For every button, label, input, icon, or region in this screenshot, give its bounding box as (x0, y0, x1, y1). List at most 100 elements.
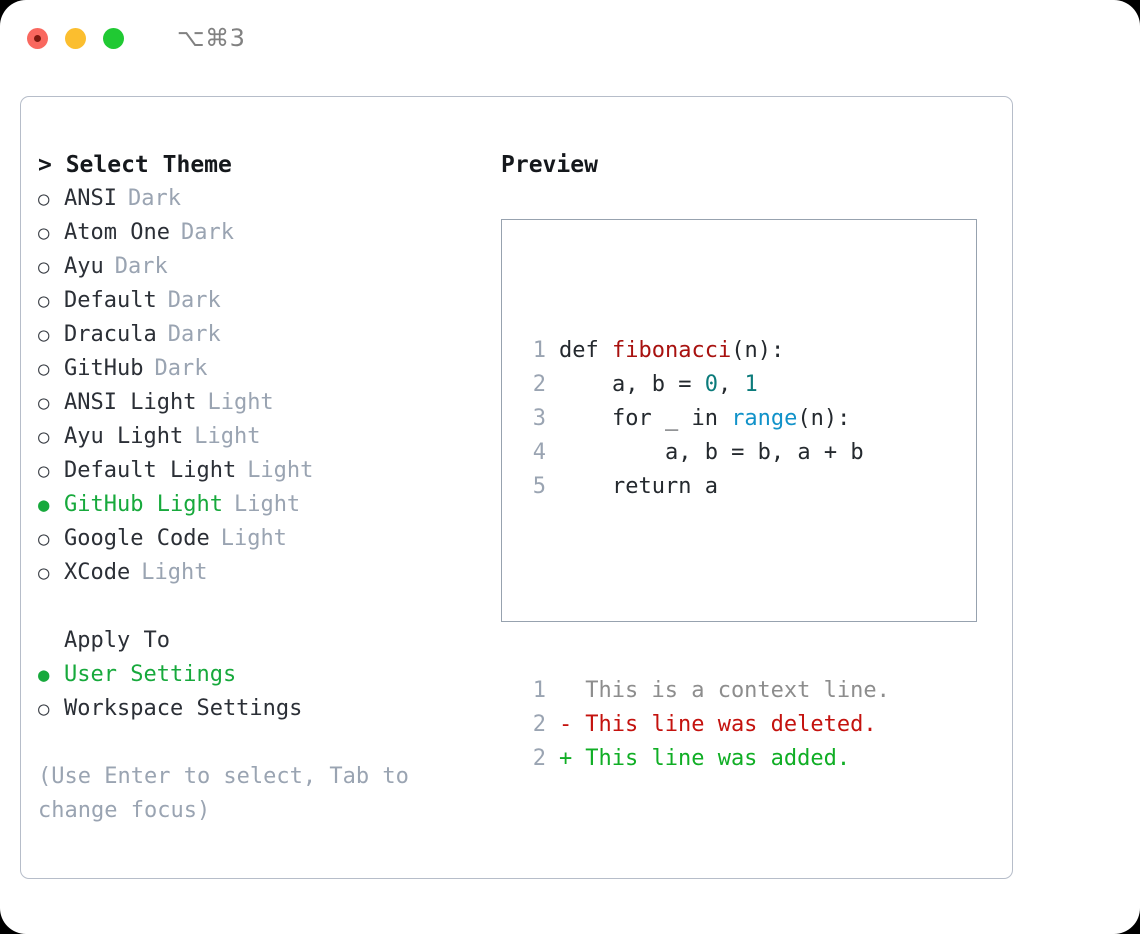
diff-sign-del: - (559, 712, 573, 737)
diff-line-text: This is a context line. (572, 678, 890, 703)
code-line-number: 2 (532, 372, 546, 397)
theme-option-label: GitHub Light (64, 492, 223, 517)
theme-option-variant: Dark (167, 322, 221, 347)
code-line-text: a, b = b, a + b (546, 436, 864, 470)
theme-option-variant: Light (207, 390, 274, 415)
code-token-plain: (n): (797, 406, 851, 431)
code-token-plain: a, b = (559, 372, 705, 397)
radio-unselected-icon: ○ (38, 392, 50, 414)
apply-to-option-label: User Settings (64, 662, 237, 687)
theme-option-dracula[interactable]: ○ Dracula Dark (38, 318, 478, 352)
theme-option-variant: Dark (167, 288, 221, 313)
code-token-num: 1 (744, 372, 758, 397)
code-token-builtin: range (731, 406, 798, 431)
code-line-text: return a (546, 470, 718, 504)
theme-option-label: Ayu Light (64, 424, 184, 449)
radio-unselected-icon: ○ (38, 698, 50, 720)
diff-line-body: - This line was deleted. (546, 708, 877, 742)
keyboard-hint-text: (Use Enter to select, Tab to change focu… (38, 764, 423, 823)
diff-sign-ctx (559, 674, 572, 708)
radio-unselected-icon: ○ (38, 358, 50, 380)
diff-line-text: This line was deleted. (572, 712, 877, 737)
theme-option-ansi-light[interactable]: ○ ANSI Light Light (38, 386, 478, 420)
minimize-window-button[interactable] (65, 27, 86, 49)
code-line-number: 4 (532, 440, 546, 465)
radio-unselected-icon: ○ (38, 222, 50, 244)
theme-picker-header: > Select Theme (38, 152, 232, 178)
code-token-kw: def (559, 338, 612, 363)
theme-option-label: GitHub (64, 356, 144, 381)
code-line: 2 a, b = 0, 1 (520, 368, 890, 402)
keyboard-shortcut-label: ⌥⌘3 (177, 24, 246, 52)
radio-unselected-icon: ○ (38, 290, 50, 312)
theme-option-label: ANSI (64, 186, 117, 211)
theme-option-ayu-light[interactable]: ○ Ayu Light Light (38, 420, 478, 454)
apply-to-header: ○ Apply To (38, 624, 478, 658)
radio-unselected-icon: ○ (38, 562, 50, 584)
theme-option-variant: Dark (127, 186, 181, 211)
theme-option-variant: Light (247, 458, 314, 483)
theme-option-variant: Light (220, 526, 287, 551)
close-window-button[interactable] (27, 27, 48, 49)
radio-selected-icon: ● (38, 494, 50, 516)
code-token-plain: return a (559, 474, 718, 499)
diff-line-number: 2 (532, 712, 546, 737)
radio-selected-icon: ● (38, 664, 50, 686)
radio-unselected-icon: ○ (38, 256, 50, 278)
apply-to-option-list[interactable]: ● User Settings ○ Workspace Settings (38, 658, 478, 726)
title-bar: ⌥⌘3 (0, 0, 1140, 76)
theme-option-variant: Light (194, 424, 261, 449)
maximize-window-button[interactable] (103, 27, 124, 49)
apply-to-header-label: Apply To (64, 628, 170, 653)
apply-to-option-user-settings[interactable]: ● User Settings (38, 658, 478, 692)
theme-option-google-code[interactable]: ○ Google Code Light (38, 522, 478, 556)
code-line-number: 3 (532, 406, 546, 431)
theme-option-github-light[interactable]: ● GitHub Light Light (38, 488, 478, 522)
code-token-plain: (n): (731, 338, 785, 363)
theme-option-label: Atom One (64, 220, 170, 245)
theme-option-variant: Light (141, 560, 208, 585)
code-line-text: for _ in range(n): (546, 402, 850, 436)
code-line-text: a, b = 0, 1 (546, 368, 758, 402)
theme-option-label: ANSI Light (64, 390, 197, 415)
diff-sample: 1 This is a context line. 2- This line wa… (520, 674, 890, 776)
radio-unselected-icon: ○ (38, 528, 50, 550)
theme-option-label: Ayu (64, 254, 104, 279)
theme-option-ansi[interactable]: ○ ANSI Dark (38, 182, 478, 216)
radio-unselected-icon: ○ (38, 324, 50, 346)
code-line: 3 for _ in range(n): (520, 402, 890, 436)
code-line-text: def fibonacci(n): (546, 334, 784, 368)
diff-line-body: + This line was added. (546, 742, 850, 776)
code-token-plain: , (717, 372, 745, 397)
diff-line-number: 1 (532, 678, 546, 703)
diff-sign-add: + (559, 746, 573, 771)
preview-header: Preview (501, 152, 598, 178)
diff-line-text: This line was added. (572, 746, 851, 771)
radio-unselected-icon: ○ (38, 460, 50, 482)
apply-to-option-label: Workspace Settings (64, 696, 303, 721)
radio-unselected-icon: ○ (38, 426, 50, 448)
apply-to-header-marker: ○ (38, 624, 64, 658)
diff-line-number: 2 (532, 746, 546, 771)
code-token-plain: a, b = b, a + b (559, 440, 864, 465)
theme-option-default[interactable]: ○ Default Dark (38, 284, 478, 318)
radio-unselected-icon: ○ (38, 188, 50, 210)
section-spacer (38, 590, 478, 624)
apply-to-option-workspace-settings[interactable]: ○ Workspace Settings (38, 692, 478, 726)
theme-option-label: Dracula (64, 322, 157, 347)
theme-option-label: Google Code (64, 526, 210, 551)
theme-option-label: Default (64, 288, 157, 313)
diff-line-add: 2+ This line was added. (520, 742, 890, 776)
theme-option-variant: Light (233, 492, 301, 517)
